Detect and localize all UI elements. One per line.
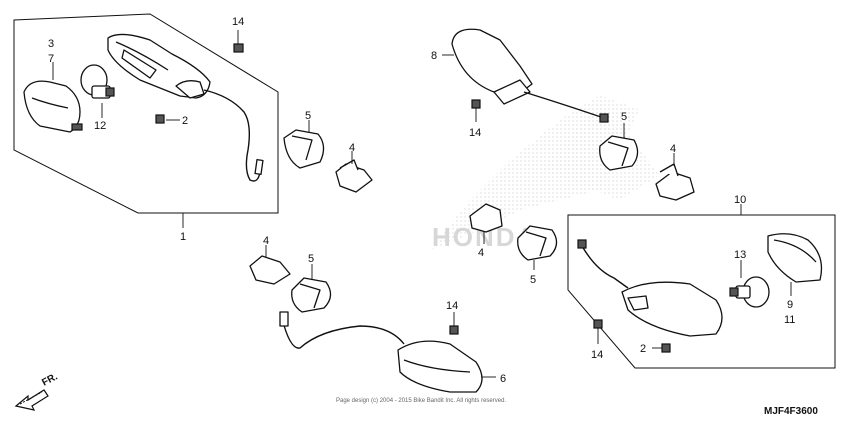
callout-5-top-left: 5 bbox=[305, 110, 311, 122]
winker-housing-bottom bbox=[279, 311, 483, 393]
callout-2-left: 2 bbox=[182, 115, 188, 127]
callout-11: 11 bbox=[784, 314, 795, 326]
assembly-frame-10 bbox=[567, 214, 836, 369]
callout-12: 12 bbox=[94, 120, 106, 132]
screw-left bbox=[155, 114, 180, 124]
callout-5-top-right: 5 bbox=[621, 111, 627, 123]
callout-10: 10 bbox=[734, 194, 746, 206]
callout-9: 9 bbox=[787, 299, 793, 311]
nut-right bbox=[593, 319, 603, 344]
callout-8: 8 bbox=[431, 50, 437, 62]
nut-top bbox=[233, 30, 244, 53]
callout-4-lower-left: 4 bbox=[263, 235, 269, 247]
callout-14-right: 14 bbox=[591, 349, 603, 361]
assembly-frame-1 bbox=[13, 13, 279, 214]
winker-housing bbox=[107, 33, 264, 182]
winker-lens-right bbox=[767, 233, 823, 283]
grommet-4 bbox=[291, 277, 332, 313]
callout-14-top: 14 bbox=[232, 16, 244, 28]
callout-6: 6 bbox=[500, 373, 506, 385]
callout-13: 13 bbox=[734, 249, 746, 261]
direction-label: FR. bbox=[40, 371, 60, 388]
bracket-3 bbox=[469, 203, 503, 233]
diagram-reference: MJF4F3600 bbox=[764, 406, 818, 417]
callout-7: 7 bbox=[48, 53, 54, 65]
bracket-1 bbox=[335, 159, 373, 193]
callout-3: 3 bbox=[48, 38, 54, 50]
callout-14-mid: 14 bbox=[469, 127, 481, 139]
callout-1: 1 bbox=[180, 231, 186, 243]
bulb-right bbox=[729, 276, 770, 308]
callout-4-top-right: 4 bbox=[670, 143, 676, 155]
nut-bottom bbox=[449, 312, 459, 335]
callout-5-lower-left: 5 bbox=[308, 253, 314, 265]
winker-housing-assy bbox=[577, 239, 723, 337]
grommet-3 bbox=[517, 225, 558, 261]
winker-housing-right bbox=[451, 28, 609, 123]
nut-mid bbox=[471, 99, 481, 122]
bulb bbox=[80, 64, 115, 99]
front-direction-arrow: FR. bbox=[14, 371, 60, 411]
callout-2-right: 2 bbox=[640, 343, 646, 355]
callout-4-middle: 4 bbox=[478, 247, 484, 259]
grommet-1 bbox=[283, 129, 325, 169]
bracket-2 bbox=[655, 163, 695, 201]
grommet-2 bbox=[599, 135, 639, 171]
winker-lens bbox=[23, 80, 83, 133]
callout-14-bottom: 14 bbox=[446, 300, 458, 312]
copyright-text: Page design (c) 2004 - 2015 Bike Bandit … bbox=[336, 398, 506, 404]
callout-5-middle: 5 bbox=[530, 274, 536, 286]
callout-4-top-left: 4 bbox=[349, 142, 355, 154]
screw-right bbox=[652, 343, 671, 353]
bracket-4 bbox=[249, 255, 291, 285]
